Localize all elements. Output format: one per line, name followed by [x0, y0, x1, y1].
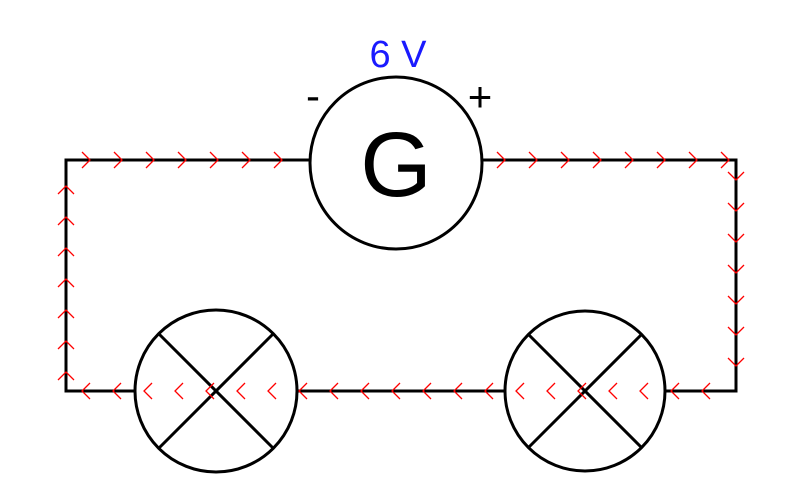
current-arrow-left-22	[701, 382, 711, 400]
current-arrow-right-3	[177, 151, 187, 169]
current-arrow-left-23	[670, 382, 680, 400]
current-arrow-down-20	[727, 326, 745, 336]
current-arrow-right-6	[273, 151, 283, 169]
current-arrow-left-39	[174, 382, 184, 400]
current-arrow-up-46	[57, 278, 75, 288]
current-arrow-up-49	[57, 185, 75, 195]
current-arrow-right-11	[624, 151, 634, 169]
current-arrow-left-29	[484, 382, 494, 400]
current-arrow-left-41	[112, 382, 122, 400]
current-arrow-left-42	[81, 382, 91, 400]
lamp-right	[503, 309, 667, 473]
generator-circle	[308, 75, 484, 251]
lamp-left-cross-b	[157, 332, 275, 450]
positive-terminal-sign: +	[468, 73, 493, 120]
current-arrow-right-8	[528, 151, 538, 169]
current-arrow-left-34	[329, 382, 339, 400]
current-arrow-left-40	[143, 382, 153, 400]
current-arrow-right-12	[656, 151, 666, 169]
current-arrow-down-17	[727, 233, 745, 243]
current-arrow-right-9	[560, 151, 570, 169]
current-arrow-left-36	[267, 382, 277, 400]
current-arrow-right-7	[496, 151, 506, 169]
current-arrow-right-1	[113, 151, 123, 169]
generator-symbol: G	[360, 114, 432, 216]
current-arrow-up-47	[57, 247, 75, 257]
current-arrow-left-27	[546, 382, 556, 400]
wires	[64, 158, 738, 393]
voltage-label: 6 V	[369, 34, 427, 76]
current-arrow-up-43	[57, 371, 75, 381]
current-arrow-down-18	[727, 264, 745, 274]
current-arrow-right-2	[145, 151, 155, 169]
current-arrow-down-19	[727, 295, 745, 305]
current-arrow-left-33	[360, 382, 370, 400]
current-arrow-left-37	[236, 382, 246, 400]
current-arrow-down-16	[727, 202, 745, 212]
current-arrows	[57, 151, 745, 400]
lamp-left	[133, 308, 299, 474]
current-arrow-right-13	[688, 151, 698, 169]
current-arrow-left-38	[205, 382, 215, 400]
current-arrow-right-5	[241, 151, 251, 169]
current-arrow-right-4	[209, 151, 219, 169]
current-arrow-up-48	[57, 216, 75, 226]
current-arrow-left-24	[639, 382, 649, 400]
current-arrow-left-30	[453, 382, 463, 400]
current-arrow-right-10	[592, 151, 602, 169]
negative-terminal-sign: -	[306, 72, 320, 119]
current-arrow-right-14	[720, 151, 730, 169]
lamp-right-cross-b	[526, 332, 644, 450]
current-arrow-right-0	[81, 151, 91, 169]
current-arrow-up-45	[57, 309, 75, 319]
current-arrow-left-28	[515, 382, 525, 400]
current-arrow-up-44	[57, 340, 75, 350]
generator: G 6 V - +	[306, 34, 493, 251]
current-arrow-down-21	[727, 357, 745, 367]
current-arrow-left-35	[298, 382, 308, 400]
current-arrow-left-25	[608, 382, 618, 400]
current-arrow-left-26	[577, 382, 587, 400]
current-arrow-down-15	[727, 171, 745, 181]
current-arrow-left-32	[391, 382, 401, 400]
current-arrow-left-31	[422, 382, 432, 400]
